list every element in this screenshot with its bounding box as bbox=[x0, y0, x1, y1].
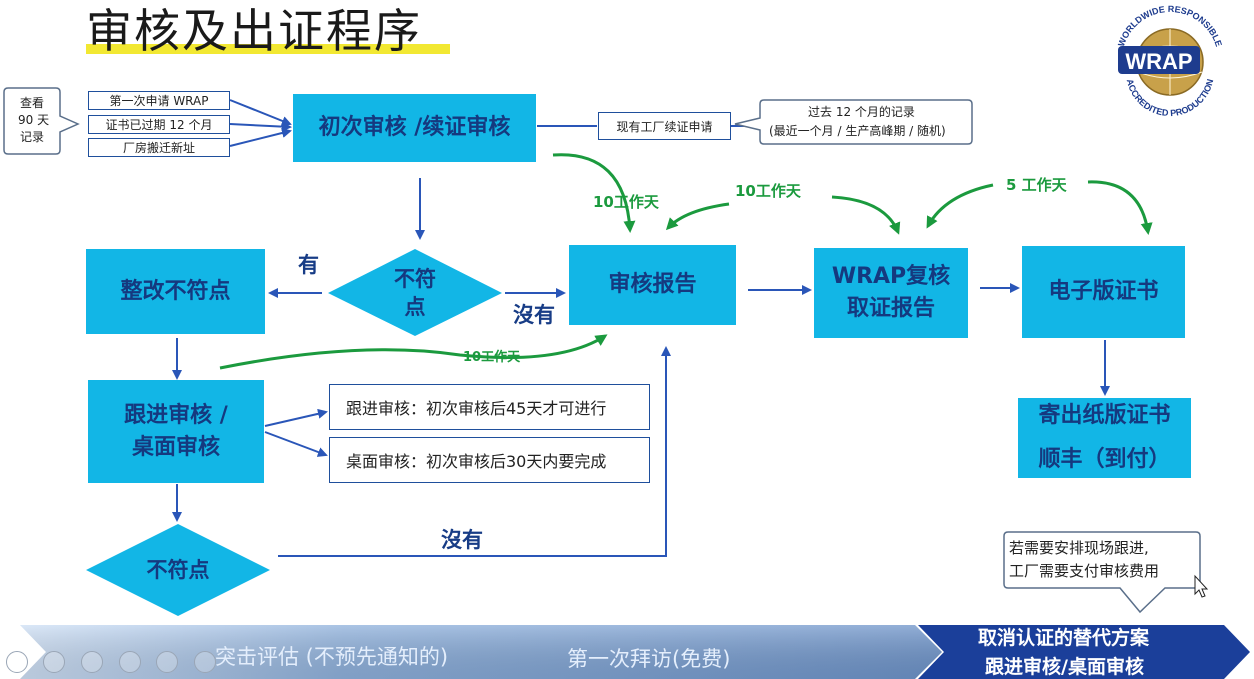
label-yes: 有 bbox=[298, 253, 319, 277]
label-days-10-c: 10工作天 bbox=[463, 350, 521, 365]
desk-audit-note: 桌面审核：初次审核后30天内要完成 bbox=[329, 437, 650, 483]
paper-cert-line-1: 寄出纸版证书 bbox=[1038, 403, 1171, 428]
past-records-line-1: 过去 12 个月的记录 bbox=[808, 105, 915, 119]
review-callout-line-1: 查看 bbox=[20, 96, 45, 110]
paper-cert-line-2: 顺丰（到付） bbox=[1038, 447, 1171, 472]
follow-up-line-1: 跟进审核 / bbox=[124, 402, 228, 428]
label-days-10-a: 10工作天 bbox=[593, 193, 659, 211]
onsite-callout-line-2: 工厂需要支付审核费用 bbox=[1009, 562, 1160, 580]
condition-expired: 证书已过期 12 个月 bbox=[88, 115, 230, 134]
nonconform-diamond-2 bbox=[86, 524, 270, 616]
condition-first-apply: 第一次申请 WRAP bbox=[88, 91, 230, 110]
e-cert-box: 电子版证书 bbox=[1022, 246, 1185, 338]
condition-relocation: 厂房搬迁新址 bbox=[88, 138, 230, 157]
rectify-box: 整改不符点 bbox=[86, 249, 265, 334]
onsite-callout-line-1: 若需要安排现场跟进, bbox=[1009, 539, 1149, 557]
follow-audit-note: 跟进审核：初次审核后45天才可进行 bbox=[329, 384, 650, 430]
label-no-2: 沒有 bbox=[441, 528, 483, 552]
initial-audit-box: 初次审核 /续证审核 bbox=[293, 94, 536, 162]
label-days-5: 5 工作天 bbox=[1006, 176, 1067, 194]
nonconform-diamond-1 bbox=[328, 249, 502, 336]
play-icon[interactable] bbox=[43, 651, 65, 673]
paper-cert-box: 寄出纸版证书 顺丰（到付） bbox=[1018, 398, 1191, 478]
review-callout-line-2: 90 天 bbox=[18, 113, 50, 127]
nonconform-2-label: 不符点 bbox=[146, 558, 210, 582]
more-icon[interactable] bbox=[194, 651, 216, 673]
grid-icon[interactable] bbox=[119, 651, 141, 673]
follow-up-box: 跟进审核 / 桌面审核 bbox=[88, 380, 264, 483]
wrap-review-line-1: WRAP复核 bbox=[831, 264, 951, 289]
past-records-line-2: (最近一个月 / 生产高峰期 / 随机) bbox=[769, 124, 946, 138]
title-highlight bbox=[86, 44, 450, 54]
zoom-icon[interactable] bbox=[156, 651, 178, 673]
follow-up-line-2: 桌面审核 bbox=[131, 434, 220, 460]
audit-report-box: 审核报告 bbox=[569, 245, 736, 325]
page-title: 审核及出证程序 bbox=[86, 4, 422, 58]
wrap-review-box: WRAP复核 取证报告 bbox=[814, 248, 968, 338]
bottom-item-alt-line-2: 跟进审核/桌面审核 bbox=[985, 656, 1144, 678]
bottom-item-first-visit: 第一次拜访(免费) bbox=[567, 647, 731, 671]
label-days-10-b: 10工作天 bbox=[735, 182, 801, 200]
prev-icon[interactable] bbox=[6, 651, 28, 673]
wrap-review-line-2: 取证报告 bbox=[846, 296, 935, 321]
label-no-1: 沒有 bbox=[513, 303, 555, 327]
nonconform-1-label: 不符 点 bbox=[394, 267, 436, 319]
pen-icon[interactable] bbox=[81, 651, 103, 673]
review-callout-line-3: 记录 bbox=[20, 130, 45, 144]
bottom-item-surprise: 突击评估 (不预先通知的) bbox=[215, 645, 449, 669]
existing-factory-box: 现有工厂续证申请 bbox=[598, 112, 731, 140]
bottom-item-alt-line-1: 取消认证的替代方案 bbox=[978, 627, 1150, 649]
